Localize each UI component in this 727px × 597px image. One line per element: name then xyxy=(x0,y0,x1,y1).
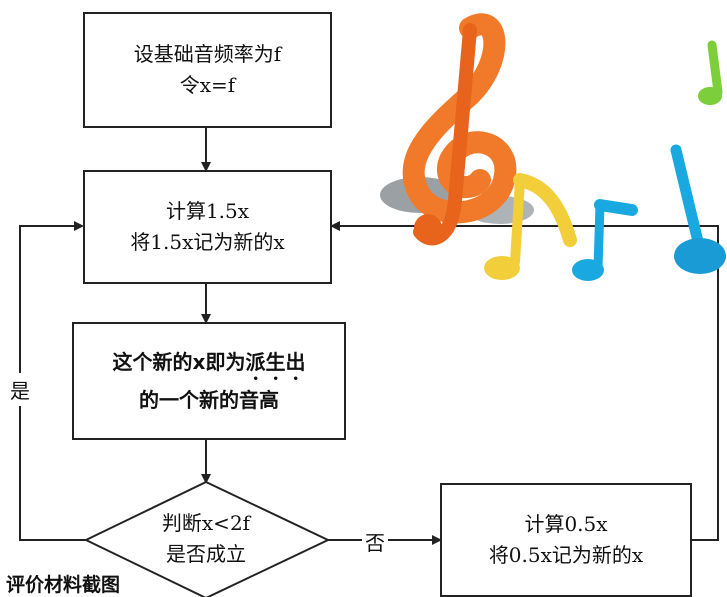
step-new-pitch-line2: 的一个新的音高 xyxy=(139,387,279,412)
step-calc-1-5x-line2: 将1.5x记为新的x xyxy=(130,230,285,254)
decision-text: 判断x<2f 是否成立 xyxy=(120,508,292,570)
step-new-pitch: 这个新的x即为派生出 的一个新的音高 xyxy=(72,322,346,440)
step-calc-0-5x-line2: 将0.5x记为新的x xyxy=(488,543,644,567)
decision-diamond xyxy=(83,480,331,597)
decision-line1: 判断x<2f xyxy=(161,511,251,535)
step-calc-1-5x: 计算1.5x 将1.5x记为新的x xyxy=(83,170,332,284)
step-new-pitch-line1-main: 这个新的x即为 xyxy=(112,349,246,374)
label-no: 否 xyxy=(362,527,388,556)
step-calc-1-5x-line1: 计算1.5x xyxy=(165,199,250,223)
step-set-base-frequency: 设基础音频率为f 令x=f xyxy=(83,12,332,128)
step-calc-0-5x-line1: 计算0.5x xyxy=(524,512,608,536)
label-yes: 是 xyxy=(10,373,30,406)
step-set-base-line1: 设基础音频率为f xyxy=(133,42,282,66)
decision-line2: 是否成立 xyxy=(166,542,246,566)
arrow-return-loop xyxy=(330,221,719,541)
caption: 评价材料截图 xyxy=(6,574,121,596)
music-notes-icon xyxy=(380,13,726,281)
step-set-base-line2: 令x=f xyxy=(179,73,236,97)
step-new-pitch-line1: 这个新的x即为派生出 xyxy=(113,347,306,385)
step-new-pitch-emphasis: 派生出 xyxy=(245,349,306,374)
step-calc-0-5x: 计算0.5x 将0.5x记为新的x xyxy=(440,483,692,597)
